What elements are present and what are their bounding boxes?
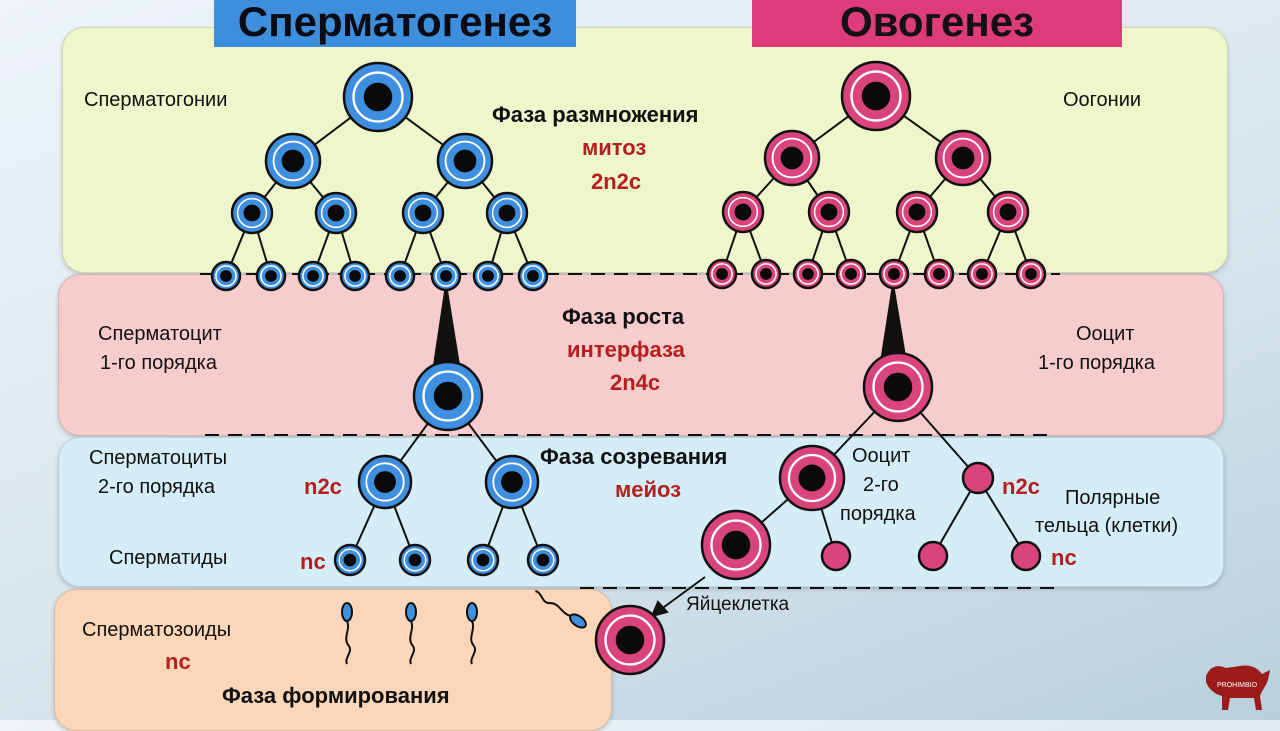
spermatogonium-l4-cell-7 (517, 260, 549, 292)
oocyte1-label-line1: Ооцит (1076, 323, 1135, 345)
spermatogenesis-title: Сперматогенез (214, 0, 576, 47)
spermatocytes2-label-line1: Сперматоциты (89, 447, 228, 469)
spermatocyte1-label-line2: 1-го порядка (100, 352, 217, 374)
spermatocyte2-cell-1 (484, 454, 540, 510)
meiosis-label: мейоз (615, 477, 682, 502)
oogonium-cell (840, 60, 912, 132)
spermatogonium-l3-cell-3 (485, 191, 529, 235)
formation-phase-name: Фаза формирования (222, 683, 450, 708)
oocyte1-label-line2: 1-го порядка (1038, 352, 1155, 374)
polar-body-1 (961, 461, 995, 495)
spermatid-cell-0 (333, 543, 367, 577)
reproduction-phase-name: Фаза размножения (492, 102, 699, 127)
mitosis-label: митоз (582, 135, 647, 160)
growth-phase-panel (58, 274, 1224, 436)
growth-wedge-sperm (433, 278, 460, 365)
oogonium-l3-cell-3 (986, 190, 1030, 234)
logo-text: PROHIMBIO (1217, 682, 1258, 689)
spermatogonium-l4-cell-0 (210, 260, 242, 292)
reproduction-formula: 2n2c (591, 169, 642, 194)
oogonium-l3-cell-0 (721, 190, 765, 234)
nc-right-label: nc (1051, 545, 1077, 570)
spermatogonium-l4-cell-4 (384, 260, 416, 292)
oogonium-l4-cell-7 (1015, 258, 1047, 290)
oogenesis-title: Овогенез (752, 0, 1122, 47)
interphase-label: интерфаза (567, 337, 685, 362)
oocyte2-label-line1: Ооцит (852, 445, 911, 467)
spermatozoon-2 (405, 602, 417, 665)
oogonium-l4-cell-1 (750, 258, 782, 290)
oogonium-l4-cell-0 (706, 258, 738, 290)
spermatogonium-l4-cell-1 (255, 260, 287, 292)
oogonium-l2-cell-0 (763, 129, 821, 187)
oocyte2-label-line2: 2-го (863, 474, 899, 496)
nc-left-label: nc (300, 549, 326, 574)
growth-wedge-egg (880, 278, 907, 362)
spermatocyte1-label-line1: Сперматоцит (98, 323, 222, 345)
oogonium-l4-cell-5 (923, 258, 955, 290)
spermatid-cell-1 (398, 543, 432, 577)
spermatid-cell-2 (466, 543, 500, 577)
spermatocyte2-cell-0 (357, 454, 413, 510)
spermatogonium-l2-cell-1 (436, 132, 494, 190)
oocyte1-cell (862, 351, 934, 423)
spermatogonium-l3-cell-0 (230, 191, 274, 235)
spermatogonium-l4-cell-3 (339, 260, 371, 292)
spermatozoon-4 (535, 590, 587, 629)
spermatocyte1-cell (412, 360, 484, 432)
egg-arrow-head (650, 600, 669, 618)
polar-bodies-label-line1: Полярные (1065, 487, 1161, 509)
oogonium-l4-cell-4 (878, 258, 910, 290)
oocyte2-label-line3: порядка (840, 503, 916, 525)
polar-bodies-label-line2: тельца (клетки) (1035, 515, 1179, 537)
n2c-right-label: n2c (1002, 474, 1040, 499)
spermatogonium-l2-cell-0 (264, 132, 322, 190)
egg-arrow-line (659, 576, 706, 611)
n2c-left-label: n2c (304, 474, 342, 499)
spermatogonium-l4-cell-5 (430, 260, 462, 292)
oogonium-l4-cell-3 (835, 258, 867, 290)
spermatocytes2-label-line2: 2-го порядка (98, 476, 215, 498)
oogonia-label: Оогонии (1063, 89, 1142, 111)
growth-formula: 2n4c (610, 370, 661, 395)
ootid-cell (700, 509, 772, 581)
maturation-phase-name: Фаза созревания (540, 444, 728, 469)
oogonium-l3-cell-1 (807, 190, 851, 234)
oocyte2-cell (778, 444, 846, 512)
spermatids-label: Сперматиды (109, 547, 228, 569)
polar-body-4 (1010, 540, 1042, 572)
egg-label: Яйцеклетка (686, 594, 790, 615)
oogonium-l2-cell-1 (934, 129, 992, 187)
bull-icon: PROHIMBIO (1206, 665, 1270, 710)
spermatogonium-l4-cell-2 (297, 260, 329, 292)
polar-body-3 (917, 540, 949, 572)
spermatogonium-l3-cell-1 (314, 191, 358, 235)
oogonium-l3-cell-2 (895, 190, 939, 234)
polar-body-2 (820, 540, 852, 572)
oogonium-l4-cell-6 (966, 258, 998, 290)
growth-phase-name: Фаза роста (562, 304, 685, 329)
spermatozoon-1 (341, 602, 353, 665)
spermatid-cell-3 (526, 543, 560, 577)
oogonium-l4-cell-2 (792, 258, 824, 290)
egg-cell (594, 604, 666, 676)
formation-phase-panel (54, 589, 612, 731)
nc-sperm-label: nc (165, 649, 191, 674)
spermatogonium-l4-cell-6 (472, 260, 504, 292)
spermatogonium-cell (342, 61, 414, 133)
spermatozoa-label: Сперматозоиды (82, 619, 232, 641)
spermatogonium-l3-cell-2 (401, 191, 445, 235)
spermatozoon-3 (466, 602, 478, 665)
spermatogonia-label: Сперматогонии (84, 89, 228, 111)
